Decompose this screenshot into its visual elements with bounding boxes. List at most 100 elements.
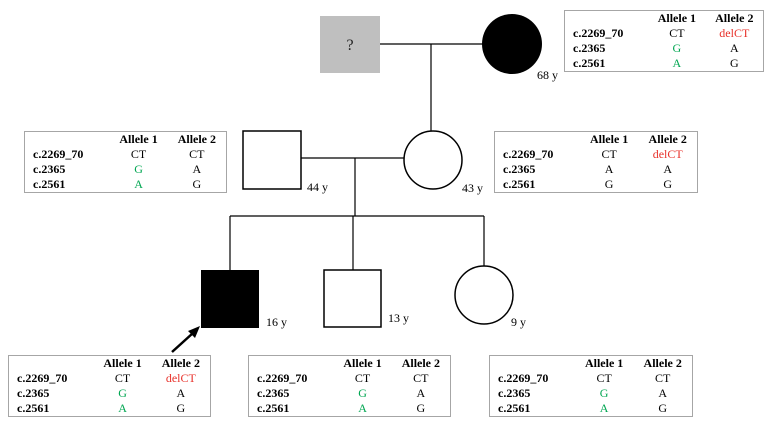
- locus-label: c.2561: [573, 56, 606, 70]
- allele-1-value: CT: [669, 26, 685, 40]
- allele-1-value: A: [118, 401, 127, 415]
- table-row: c.2365 A A: [495, 162, 697, 177]
- allele-1-value: CT: [354, 371, 371, 385]
- allele-header: Allele 1: [589, 132, 629, 146]
- header-blank: [490, 356, 575, 371]
- locus-label: c.2365: [257, 386, 290, 400]
- allele-header: Allele 1: [119, 132, 158, 146]
- allele-1-value: A: [599, 401, 609, 415]
- allele-2-value: G: [192, 177, 202, 191]
- father-symbol: [242, 130, 302, 190]
- header-blank: [495, 132, 580, 147]
- proband-symbol: [201, 270, 259, 328]
- allele-2-value: A: [416, 386, 426, 400]
- locus-label: c.2269_70: [573, 26, 624, 40]
- locus-label: c.2269_70: [17, 371, 68, 385]
- proband-age: 16 y: [266, 315, 287, 329]
- allele-2-value: CT: [655, 371, 671, 385]
- allele-2-value: G: [176, 401, 186, 415]
- allele-1-value: A: [604, 162, 614, 176]
- table-row: c.2269_70 CT CT: [490, 371, 692, 386]
- allele-2-value: G: [663, 177, 673, 191]
- allele-1-value: G: [358, 386, 367, 400]
- grandfather-symbol: [320, 16, 380, 73]
- allele-1-value: G: [599, 386, 609, 400]
- allele-2-value: CT: [189, 147, 205, 161]
- locus-label: c.2365: [503, 162, 536, 176]
- father-age: 44 y: [307, 180, 328, 194]
- allele-header: Allele 2: [177, 132, 217, 146]
- allele-2-value: delCT: [165, 371, 196, 385]
- table-row: c.2365 G A: [9, 386, 210, 401]
- allele-2-value: G: [416, 401, 426, 415]
- allele-header: Allele 1: [343, 356, 382, 370]
- brother-symbol: [323, 269, 382, 328]
- allele-header: Allele 2: [643, 356, 682, 370]
- allele-1-value: CT: [114, 371, 131, 385]
- locus-label: c.2365: [498, 386, 531, 400]
- brother-age: 13 y: [388, 311, 409, 325]
- locus-label: c.2561: [503, 177, 536, 191]
- allele-header: Allele 2: [715, 11, 754, 25]
- allele-2-value: A: [729, 41, 739, 55]
- allele-1-value: G: [118, 386, 127, 400]
- table-row: c.2269_70 CT delCT: [9, 371, 210, 386]
- allele-2-value: G: [729, 56, 739, 70]
- table-row: c.2561 A G: [9, 401, 210, 416]
- sister-symbol: [454, 265, 514, 325]
- grandmother-age: 68 y: [537, 68, 558, 82]
- allele-header: Allele 2: [648, 132, 687, 146]
- locus-label: c.2269_70: [257, 371, 308, 385]
- allele-1-value: CT: [596, 371, 612, 385]
- locus-label: c.2269_70: [503, 147, 554, 161]
- allele-header: Allele 2: [161, 356, 201, 370]
- allele-1-value: A: [672, 56, 682, 70]
- grandfather-unknown-label: ?: [346, 37, 353, 54]
- allele-1-value: CT: [601, 147, 617, 161]
- locus-label: c.2269_70: [498, 371, 549, 385]
- sister-age: 9 y: [511, 315, 526, 329]
- allele-header: Allele 1: [657, 11, 697, 25]
- allele-1-value: A: [134, 177, 143, 191]
- allele-1-value: A: [358, 401, 367, 415]
- allele-header: Allele 1: [584, 356, 624, 370]
- locus-label: c.2561: [17, 401, 50, 415]
- locus-label: c.2269_70: [33, 147, 84, 161]
- locus-label: c.2561: [498, 401, 531, 415]
- allele-header: Allele 2: [401, 356, 441, 370]
- grandmother-symbol: [482, 14, 542, 74]
- allele-2-value: A: [176, 386, 186, 400]
- header-blank: [9, 356, 93, 371]
- allele-2-value: A: [663, 162, 673, 176]
- table-row: c.2365 G A: [249, 386, 450, 401]
- allele-1-value: G: [672, 41, 682, 55]
- header-blank: [25, 132, 109, 147]
- pedigree-lines: [229, 43, 485, 270]
- locus-label: c.2365: [17, 386, 50, 400]
- header-blank: [249, 356, 333, 371]
- header-blank: [565, 11, 648, 26]
